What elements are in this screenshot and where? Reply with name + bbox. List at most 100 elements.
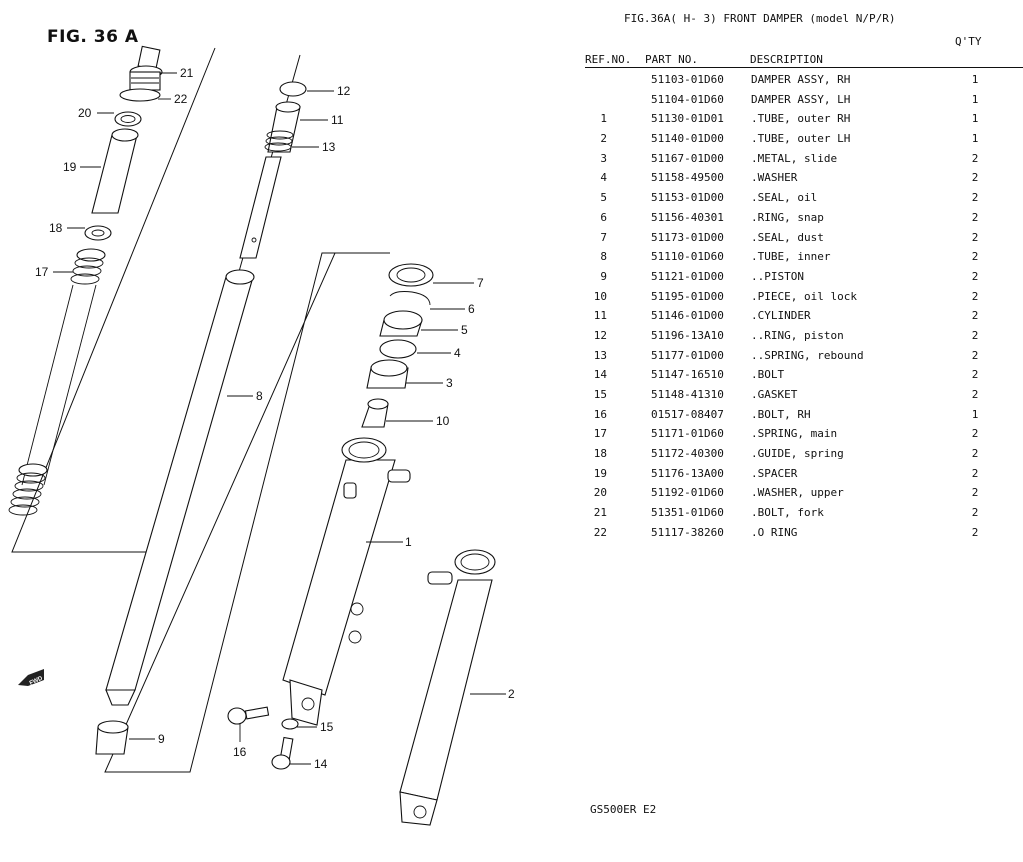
- part-no-cell: 51173-01D00: [651, 230, 724, 244]
- description-cell: DAMPER ASSY, RH: [751, 73, 851, 86]
- callout-1: 1: [405, 535, 412, 549]
- qty-cell: 2: [971, 171, 979, 185]
- ref-no-cell: 20: [593, 486, 607, 500]
- part-snap-ring: [389, 291, 431, 306]
- description-cell: .TUBE, outer RH: [751, 112, 851, 126]
- callout-12: 12: [337, 84, 351, 98]
- part-no-cell: 51104-01D60: [651, 92, 724, 106]
- part-piston-ring: [279, 81, 307, 97]
- callout-5: 5: [461, 323, 468, 337]
- callout-13: 13: [322, 140, 336, 154]
- part-no-cell: 51121-01D00: [651, 269, 724, 283]
- part-no-cell: 01517-08407: [651, 407, 724, 421]
- fwd-label: FWD: [29, 675, 45, 686]
- ref-no-cell: 3: [600, 151, 607, 165]
- qty-cell: 1: [971, 112, 979, 126]
- description-cell: DAMPER ASSY, LH: [751, 92, 851, 106]
- model-footer: GS500ER E2: [590, 803, 657, 816]
- qty-cell: 1: [971, 92, 979, 106]
- part-no-cell: 51158-49500: [651, 171, 724, 185]
- qty-cell: 2: [971, 250, 979, 264]
- callout-15: 15: [320, 720, 334, 734]
- exploded-diagram: FIG. 36 A: [8, 27, 515, 826]
- frame-left-group: [11, 47, 301, 553]
- description-column-header: DESCRIPTION: [750, 53, 823, 66]
- description-cell: .BOLT, RH: [751, 407, 811, 421]
- part-piston: [95, 720, 129, 755]
- description-cell: .SPRING, main: [751, 427, 838, 441]
- callout-3: 3: [446, 376, 453, 390]
- qty-cell: 2: [971, 486, 979, 500]
- qty-cell: 2: [971, 466, 979, 480]
- description-cell: .TUBE, inner: [751, 250, 831, 264]
- ref-no-cell: 5: [600, 191, 607, 205]
- part-no-cell: 51146-01D00: [651, 309, 724, 323]
- qty-cell: 1: [971, 73, 979, 86]
- ref-no-cell: 1: [600, 112, 607, 126]
- part-no-cell: 51176-13A00: [651, 466, 724, 480]
- qty-cell: 2: [971, 388, 979, 401]
- part-spring-guide: [84, 225, 112, 241]
- qty-cell: 2: [971, 447, 979, 461]
- qty-column-header: Q'TY: [955, 35, 982, 48]
- qty-cell: 2: [971, 289, 979, 303]
- qty-cell: 1: [971, 132, 979, 146]
- callout-14: 14: [314, 757, 328, 771]
- description-cell: .BOLT: [751, 368, 785, 382]
- part-no-cell: 51110-01D60: [651, 250, 724, 264]
- ref-no-cell: 6: [600, 210, 607, 224]
- qty-cell: 1: [971, 407, 979, 421]
- qty-cell: 2: [971, 151, 979, 165]
- description-cell: ..RING, piston: [751, 328, 844, 342]
- frame-inner-tube-group: [104, 252, 390, 773]
- ref-no-cell: 13: [593, 348, 607, 362]
- part-slide-metal: [366, 359, 409, 389]
- description-cell: .GUIDE, spring: [751, 447, 844, 461]
- description-cell: .GASKET: [751, 388, 798, 401]
- part-outer-tube-lh: [399, 549, 496, 826]
- description-cell: .BOLT, fork: [751, 506, 824, 520]
- ref-no-cell: 21: [593, 506, 607, 520]
- callout-20: 20: [78, 106, 92, 120]
- part-no-cell: 51167-01D00: [651, 151, 724, 165]
- callout-9: 9: [158, 732, 165, 746]
- qty-cell: 2: [971, 368, 979, 382]
- callout-18: 18: [49, 221, 63, 235]
- description-cell: .METAL, slide: [751, 151, 838, 165]
- part-bolt-rh: [227, 706, 270, 725]
- ref-no-cell: 12: [593, 328, 607, 342]
- ref-no-cell: 19: [593, 466, 607, 480]
- description-cell: .O RING: [751, 525, 798, 539]
- ref-no-cell: 7: [600, 230, 607, 244]
- part-no-cell: 51196-13A10: [651, 328, 724, 342]
- qty-cell: 2: [971, 269, 979, 283]
- qty-cell: 2: [971, 506, 979, 520]
- callout-17: 17: [35, 265, 49, 279]
- table-row: 8 51110-01D60 .TUBE, inner 2: [585, 247, 1023, 267]
- callout-7: 7: [477, 276, 484, 290]
- part-no-cell: 51195-01D00: [651, 289, 724, 303]
- table-row: 51104-01D60 DAMPER ASSY, LH 1: [585, 90, 1023, 110]
- part-fork-bolt: [119, 45, 163, 102]
- part-washer-upper: [114, 111, 142, 127]
- qty-cell: 2: [971, 525, 979, 539]
- part-no-cell: 51351-01D60: [651, 506, 724, 520]
- part-no-cell: 51177-01D00: [651, 348, 724, 362]
- ref-no-cell: 8: [600, 250, 607, 264]
- part-no-cell: 51156-40301: [651, 210, 724, 224]
- ref-no-cell: 15: [593, 388, 607, 401]
- callout-4: 4: [454, 346, 461, 360]
- table-row: 3 51167-01D00 .METAL, slide 2: [585, 149, 1023, 169]
- part-no-cell: 51117-38260: [651, 525, 724, 539]
- description-cell: .SEAL, oil: [751, 191, 818, 205]
